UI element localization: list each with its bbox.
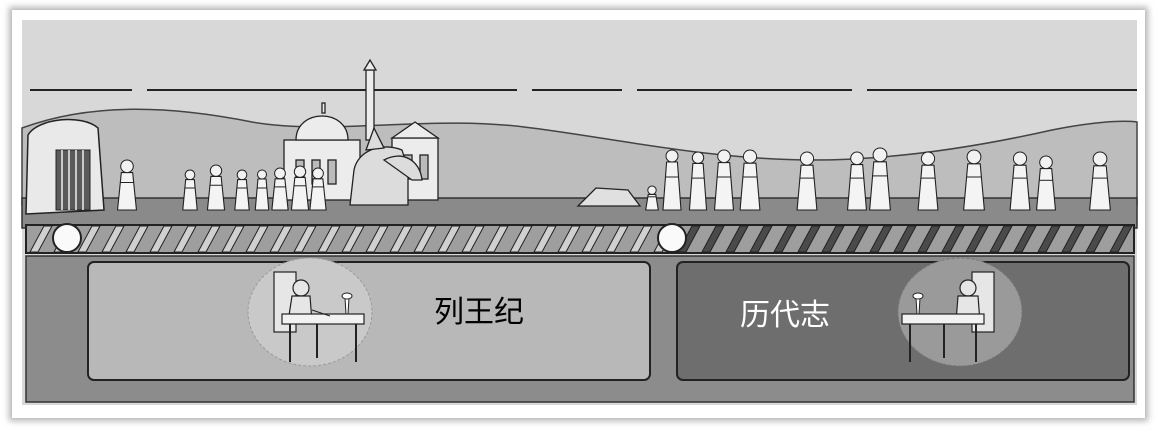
stone-gate xyxy=(25,118,105,215)
person-figure xyxy=(1009,151,1031,211)
person-figure xyxy=(645,185,659,211)
person-figure xyxy=(1035,155,1057,211)
person-figure xyxy=(1089,151,1111,211)
timeline-illustration xyxy=(21,20,1138,405)
person-figure xyxy=(309,167,327,211)
person-figure xyxy=(290,165,310,211)
panel-label-chronicles: 历代志 xyxy=(740,298,830,333)
winged-statue xyxy=(349,126,423,206)
person-figure xyxy=(662,149,682,211)
person-figure xyxy=(234,169,250,211)
person-figure xyxy=(206,164,226,211)
person-figure xyxy=(688,151,708,211)
person-figure xyxy=(254,169,270,211)
person-figure xyxy=(796,151,818,211)
illustration-frame: 列王纪 历代志 xyxy=(12,10,1145,418)
person-figure xyxy=(917,151,939,211)
ground xyxy=(21,197,1138,229)
scribe-right-icon xyxy=(897,257,1023,367)
panel-label-kings: 列王纪 xyxy=(434,295,524,330)
belt-roller-left xyxy=(52,223,82,253)
person-figure xyxy=(713,149,735,211)
person-figure xyxy=(182,169,198,211)
boulder xyxy=(576,187,642,207)
scribe-left-icon xyxy=(247,257,373,367)
person-figure xyxy=(869,147,891,211)
person-figure xyxy=(963,149,985,211)
person-figure xyxy=(116,159,138,211)
person-figure xyxy=(739,149,761,211)
person-figure xyxy=(271,167,289,211)
belt-roller-middle xyxy=(657,223,687,253)
person-figure xyxy=(846,151,868,211)
crowd xyxy=(116,147,1111,211)
